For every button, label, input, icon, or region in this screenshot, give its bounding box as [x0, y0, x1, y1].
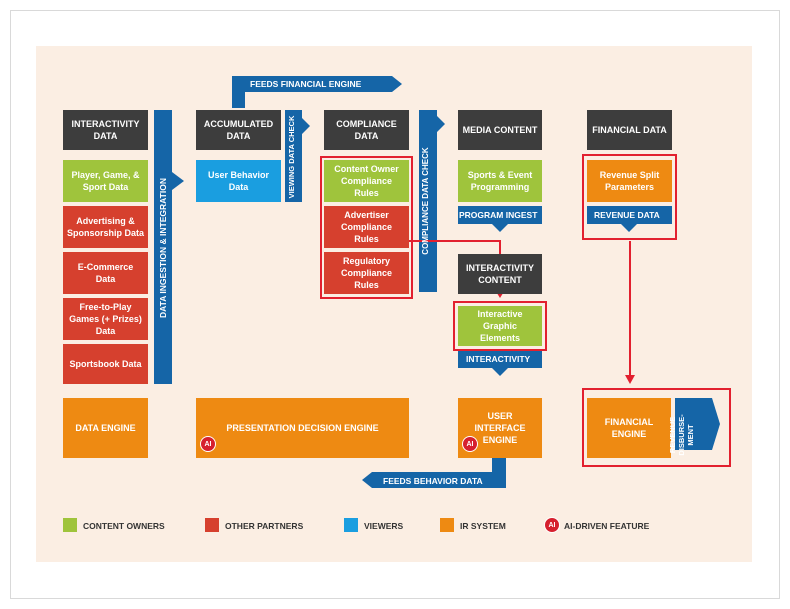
header-media-content: MEDIA CONTENT: [458, 110, 542, 150]
free-to-play-data: Free-to-Play Games (+ Prizes) Data: [63, 298, 148, 340]
header-accumulated-data: ACCUMULATED DATA: [196, 110, 281, 150]
financial-engine: FINANCIAL ENGINE: [587, 398, 671, 458]
advertising-sponsorship-data: Advertising & Sponsorship Data: [63, 206, 148, 248]
compliance-check-arrow: [419, 110, 445, 292]
interactive-graphic-elements: Interactive Graphic Elements: [458, 306, 542, 346]
viewing-check-arrow: [285, 110, 310, 202]
program-ingest-arrow: [458, 206, 542, 232]
ai-badge-presentation: AI: [200, 436, 216, 452]
legend-ai-feature: AI-DRIVEN FEATURE: [564, 521, 650, 531]
presentation-decision-engine: PRESENTATION DECISION ENGINE: [196, 398, 409, 458]
interactivity-arrow: [458, 350, 542, 376]
data-engine: DATA ENGINE: [63, 398, 148, 458]
financial-engine-highlight: [582, 388, 731, 467]
header-financial-data: FINANCIAL DATA: [587, 110, 672, 150]
interactive-graphic-highlight: [453, 301, 547, 351]
interactivity-content-header: INTERACTIVITY CONTENT: [458, 254, 542, 294]
revenue-split-parameters: Revenue Split Parameters: [587, 160, 672, 202]
advertiser-compliance-rules: Advertiser Compliance Rules: [324, 206, 409, 248]
regulatory-compliance-rules: Regulatory Compliance Rules: [324, 252, 409, 294]
sports-event-programming: Sports & Event Programming: [458, 160, 542, 202]
legend-ai-badge: AI: [544, 517, 560, 533]
legend-other-partners: OTHER PARTNERS: [225, 521, 304, 531]
compliance-highlight: [320, 156, 413, 299]
legend-viewers-swatch: [344, 518, 358, 532]
feeds-behavior-label: FEEDS BEHAVIOR DATA: [383, 476, 483, 486]
legend-content-owners: CONTENT OWNERS: [83, 521, 165, 531]
content-owner-compliance-rules: Content Owner Compliance Rules: [324, 160, 409, 202]
sportsbook-data: Sportsbook Data: [63, 344, 148, 384]
compliance-check-label: COMPLIANCE DATA CHECK: [421, 147, 430, 255]
legend-content-owners-swatch: [63, 518, 77, 532]
revenue-data-label: REVENUE DATA: [594, 210, 660, 220]
data-ingestion-label: DATA INGESTION & INTEGRATION: [158, 178, 168, 318]
feeds-behavior-arrow: [362, 458, 506, 488]
user-behavior-data: User Behavior Data: [196, 160, 281, 202]
financial-connector-tip: [625, 375, 635, 384]
revenue-data-arrow: [587, 206, 672, 232]
interactivity-label: INTERACTIVITY: [466, 354, 531, 364]
program-ingest-label: PROGRAM INGEST: [459, 210, 538, 220]
player-game-sport-data: Player, Game, & Sport Data: [63, 160, 148, 202]
revenue-disbursement-arrow: [675, 398, 720, 450]
feeds-financial-arrow: [232, 76, 402, 108]
revenue-highlight: [582, 154, 677, 240]
feeds-financial-label: FEEDS FINANCIAL ENGINE: [250, 79, 362, 89]
data-ingestion-arrow: [154, 110, 184, 384]
legend-ir-system-swatch: [440, 518, 454, 532]
header-compliance-data: COMPLIANCE DATA: [324, 110, 409, 150]
legend-viewers: VIEWERS: [364, 521, 404, 531]
header-interactivity-data: INTERACTIVITY DATA: [63, 110, 148, 150]
viewing-check-label: VIEWING DATA CHECK: [287, 115, 296, 199]
legend-ir-system: IR SYSTEM: [460, 521, 506, 531]
ecommerce-data: E-Commerce Data: [63, 252, 148, 294]
ai-badge-ui: AI: [462, 436, 478, 452]
legend-other-partners-swatch: [205, 518, 219, 532]
